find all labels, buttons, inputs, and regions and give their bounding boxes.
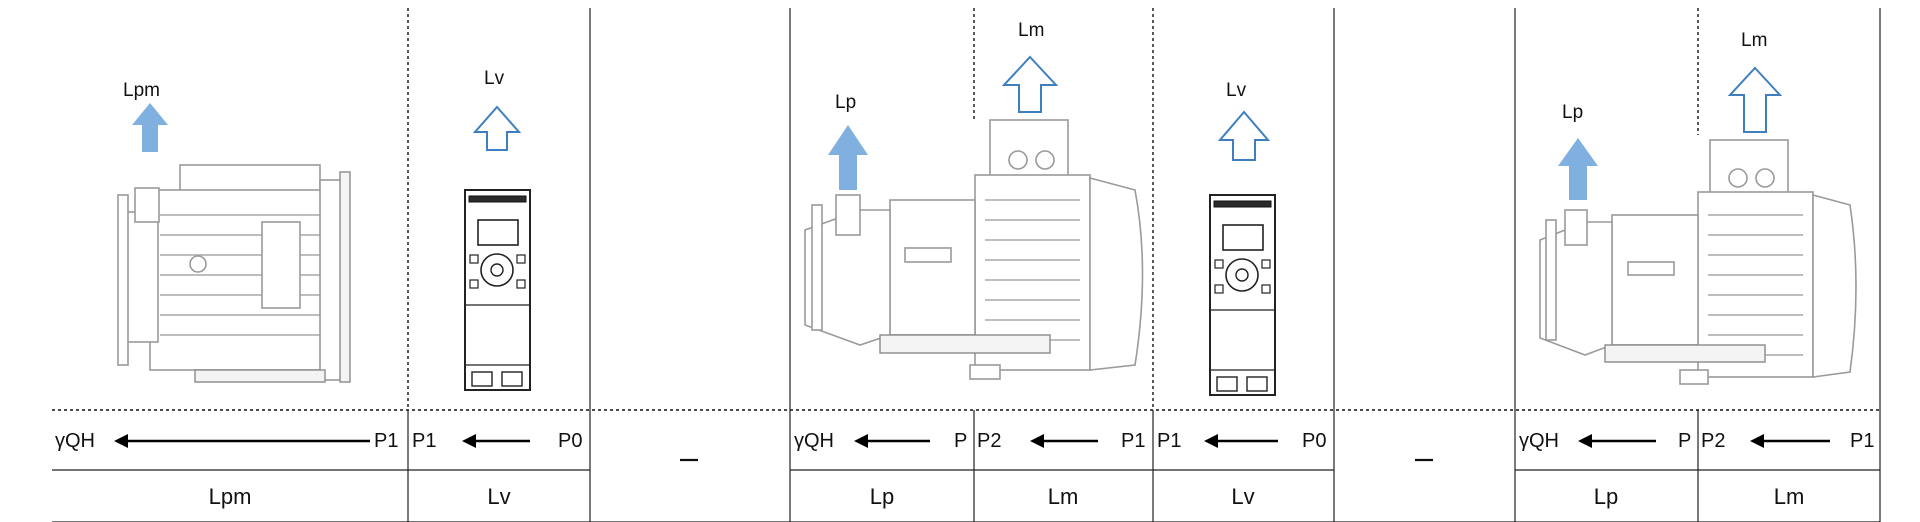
flow-g6-left: γQH xyxy=(1519,430,1559,452)
flow-g4-right: P1 xyxy=(1121,430,1145,452)
label-lp-1: Lp xyxy=(835,92,856,113)
flow-g2-left: P1 xyxy=(412,430,436,452)
bottom-row: Lpm Lv Lp Lm Lv Lp Lm xyxy=(209,484,1805,509)
pump-motor-unit-2 xyxy=(1539,139,1857,385)
heat-arrow-up-icon xyxy=(132,103,168,152)
flow-g7-left: P2 xyxy=(1701,430,1725,452)
flow-g3-left: γQH xyxy=(794,430,834,452)
arrow-left-icon xyxy=(1204,434,1218,448)
bottom-c1: Lpm xyxy=(209,484,252,509)
heat-arrow-up-icon xyxy=(1217,110,1271,161)
flow-g5-left: P1 xyxy=(1157,430,1181,452)
flow-g1-left: γQH xyxy=(55,430,95,452)
bottom-c7: Lm xyxy=(1774,484,1805,509)
bottom-c3: Lp xyxy=(870,484,894,509)
bottom-c6: Lp xyxy=(1594,484,1618,509)
heat-arrow-up-icon xyxy=(1558,138,1598,200)
flow-g3-right: P xyxy=(954,430,967,452)
pump-motor-unit-1 xyxy=(804,119,1144,380)
label-lm-1: Lm xyxy=(1018,20,1044,41)
flow-g4-left: P2 xyxy=(977,430,1001,452)
flow-g7-right: P1 xyxy=(1850,430,1874,452)
flow-row: γQH P1 P1 P0 γQH P P2 P1 P1 P0 γQH P P2 … xyxy=(55,430,1874,452)
heat-arrow-up-icon xyxy=(1001,55,1059,113)
label-lm-2: Lm xyxy=(1741,30,1767,51)
flow-g1-right: P1 xyxy=(374,430,398,452)
heat-arrow-up-icon xyxy=(472,105,522,151)
bottom-c2: Lv xyxy=(487,484,510,509)
arrow-left-icon xyxy=(114,434,128,448)
bottom-c4: Lm xyxy=(1048,484,1079,509)
pump-unit-1 xyxy=(117,164,351,383)
flow-g5-right: P0 xyxy=(1302,430,1326,452)
heat-arrow-up-icon xyxy=(828,125,868,190)
heat-arrow-up-icon xyxy=(1727,66,1783,133)
flow-g6-right: P xyxy=(1678,430,1691,452)
label-lpm: Lpm xyxy=(123,80,160,101)
flow-g2-right: P0 xyxy=(558,430,582,452)
label-lv-1: Lv xyxy=(484,68,505,89)
arrow-left-icon xyxy=(1750,434,1764,448)
grid-lines xyxy=(52,8,1881,522)
arrow-left-icon xyxy=(1578,434,1592,448)
vfd-unit-1 xyxy=(464,189,531,391)
arrow-left-icon xyxy=(462,434,476,448)
arrow-left-icon xyxy=(854,434,868,448)
vfd-unit-2 xyxy=(1209,194,1276,396)
arrow-left-icon xyxy=(1030,434,1044,448)
label-lp-2: Lp xyxy=(1562,102,1583,123)
bottom-c5: Lv xyxy=(1231,484,1254,509)
label-lv-2: Lv xyxy=(1226,80,1247,101)
